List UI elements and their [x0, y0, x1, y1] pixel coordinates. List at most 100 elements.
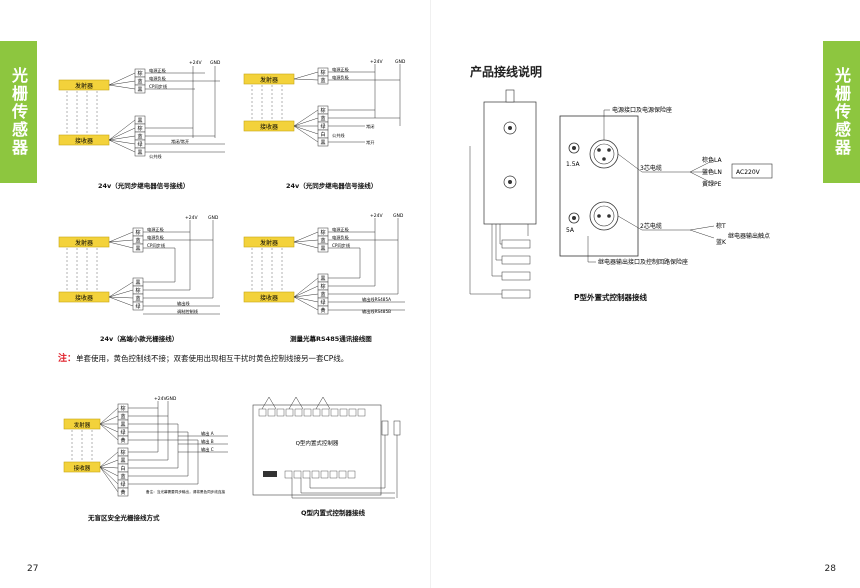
v24-label: +24V [189, 60, 202, 66]
receiver-bar [393, 420, 401, 436]
wire-label: 黑 [137, 87, 142, 93]
emitter-label: 发射器 [260, 76, 278, 84]
controller-label: Q型内置式控制器 [296, 439, 339, 447]
wire-label: 棕 [320, 107, 325, 114]
wire-desc: 电源负极 [147, 234, 165, 241]
p-type-caption: P型外置式控制器接线 [574, 293, 647, 302]
gnd-label: GND [166, 396, 177, 402]
diagram-3: 发射器 接收器 棕 蓝 黑 黑 棕 蓝 绿 +24V GND 电源正极 电源负极… [58, 215, 220, 315]
wire-label: 黑 [320, 140, 325, 146]
wire-label: 黄 [120, 437, 125, 444]
page-number-left: 27 [27, 564, 39, 574]
wire-desc: 输出线RS485B [362, 308, 391, 315]
wire-desc: 输出线 [177, 300, 190, 307]
sensor-housing [483, 101, 537, 225]
wire-label: 棕 [120, 405, 125, 412]
ac-label: AC220V [736, 169, 761, 176]
diagram-5-caption: 无盲区安全光栅接线方式 [88, 514, 160, 522]
wire-label: 白 [120, 465, 125, 472]
wire-label: 棕 [320, 283, 325, 290]
diagram-2-caption: 24v（光同步继电器信号接线） [286, 182, 378, 190]
sidebar-tab-right: 光栅传感器 [823, 41, 860, 183]
wire-desc: 电源正极 [332, 66, 350, 73]
wire-label: 绿 [320, 299, 325, 306]
wire-desc: 电源负极 [149, 75, 167, 82]
wire-label: 棕 [120, 449, 125, 456]
wire-label: 黑 [120, 458, 125, 464]
wire-label: 蓝 [320, 77, 325, 84]
emitter-label: 发射器 [260, 239, 278, 247]
diagram-1-caption: 24v（光同步继电器信号接线） [98, 182, 190, 190]
gnd-label: GND [208, 215, 219, 221]
wire-label: 黑 [320, 246, 325, 252]
wire-label: 蓝 [137, 78, 142, 85]
wire-desc: 常开 [366, 139, 374, 146]
diagram-4-caption: 测量光幕RS485通讯接线图 [290, 335, 372, 343]
cable3-label: 3芯电缆 [640, 164, 662, 172]
sidebar-tab-left: 光栅传感器 [0, 41, 37, 183]
v24-label: +24V [370, 213, 383, 219]
wire-label: 黑 [120, 422, 125, 428]
p-type-wiring-diagram: 1.5A 5A 电源接口及电源保险座 继电器输出接口及控制回路保险座 3芯电缆 … [469, 89, 773, 299]
wire-desc: CP同步线 [147, 242, 166, 249]
gnd-label: GND [395, 59, 406, 65]
right-page: 光栅传感器 28 [430, 0, 860, 588]
wire-label: 蓝 [120, 473, 125, 480]
fuse-2 [568, 212, 580, 224]
wire-desc: 常闭/常开 [171, 138, 189, 145]
page-number-right: 28 [824, 564, 836, 574]
gnd-label: GND [393, 213, 404, 219]
wire-desc: CP同步线 [149, 83, 168, 90]
controller-housing [559, 115, 639, 257]
wire-label: 白 [320, 131, 325, 138]
wire-label: 棕 [137, 125, 142, 132]
relay-contact-label: 继电器输出触点 [728, 232, 770, 240]
footnote: 备注：当光幕需要同步输出，请将黑色同步线连接 [146, 489, 225, 494]
top-connector [505, 89, 515, 103]
wire-label: 绿 [120, 481, 125, 488]
note-lead: 注： [58, 354, 77, 364]
wire-label: 棕 [320, 229, 325, 236]
wire-label: 绿 [137, 141, 142, 148]
wire-label: 棕 [320, 69, 325, 76]
wire-label: 棕 [137, 70, 142, 77]
wire-label: 蓝 [320, 291, 325, 298]
ac-box [731, 163, 773, 179]
wire-label: 黑 [135, 280, 140, 286]
wire-desc: 电源正极 [332, 226, 350, 233]
power-port-label: 电源接口及电源保险座 [612, 106, 672, 114]
wire-label: 黄 [320, 307, 325, 314]
wire-desc: 电源正极 [149, 67, 167, 74]
controller-box [252, 404, 382, 496]
wire-label: 黑 [137, 118, 142, 124]
output-label: 输出 A [201, 430, 214, 437]
wire-desc: 电源正极 [147, 226, 165, 233]
output-label: 输出 B [201, 438, 214, 445]
dip-switch [263, 471, 277, 477]
wire-label: 绿 [320, 123, 325, 130]
receiver-label: 接收器 [75, 294, 93, 302]
diagram-6: Q型内置式控制器 [252, 396, 401, 499]
wire-desc: 公共线 [149, 153, 162, 160]
wire-label: 蓝 [120, 413, 125, 420]
section-title: 产品接线说明 [470, 65, 543, 79]
receiver-label: 接收器 [75, 137, 93, 145]
wire-ln-label: 蓝色LN [702, 168, 722, 176]
page-spine [430, 0, 431, 588]
diagram-2: 发射器 接收器 棕 蓝 棕 蓝 绿 白 黑 +24V GND 电源正极 电源负极… [243, 59, 406, 147]
wire-label: 绿 [135, 303, 140, 310]
upper-port [503, 121, 517, 135]
lower-port [503, 175, 517, 189]
receiver-label: 接收器 [74, 464, 91, 472]
wire-desc: 公共线 [332, 132, 345, 139]
wire-label: 黑 [320, 276, 325, 282]
v24-label: +24V [154, 396, 167, 402]
wire-desc: 常闭 [366, 123, 374, 130]
receiver-label: 接收器 [260, 123, 278, 131]
fuse-1 [568, 142, 580, 154]
wire-label: 蓝 [320, 237, 325, 244]
diagram-6-caption: Q型内置式控制器接线 [301, 509, 366, 517]
receiver-label: 接收器 [260, 294, 278, 302]
emitter-bar [381, 420, 389, 436]
wire-la-label: 棕色LA [702, 156, 722, 164]
